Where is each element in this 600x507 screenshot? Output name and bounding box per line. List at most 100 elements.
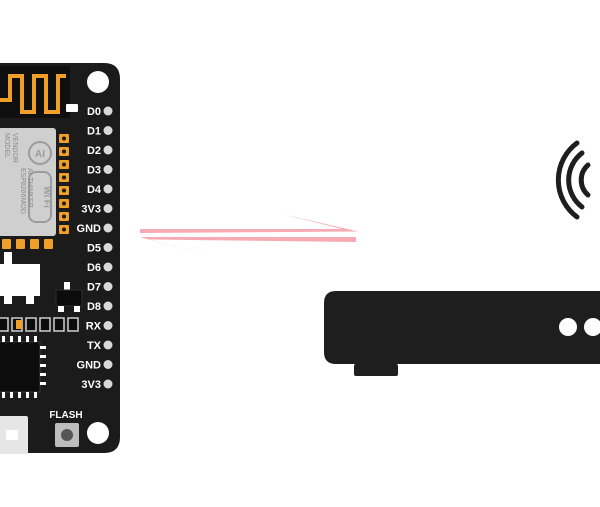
smd-part-highlight [16,320,22,329]
pin-pad [103,126,113,135]
pin-label: D0 [87,106,101,118]
wifi-signal-icon [555,140,591,220]
module-text-maker: AI-THINKER [26,168,33,208]
pin-label: D2 [87,145,101,157]
chip-pin [10,336,13,342]
chip-pin [18,392,21,398]
module-pad-hole [62,175,66,180]
usb-connector [0,416,28,454]
module-text-model: MODEL [3,133,10,158]
chip-pin [26,392,29,398]
transistor [55,282,83,312]
pin-pad [103,379,113,389]
flash-button-cap[interactable] [61,429,73,441]
ai-logo-icon [28,141,52,165]
module-pads-bottom [2,239,53,249]
esp8266-module: AI Wi Fi MODEL VENDOR ESP8266MOD AI-THIN… [0,128,56,236]
mounting-hole-bottom [87,422,109,444]
mounting-hole-top [87,71,109,93]
chip-pin [40,346,46,349]
regulator-pin [26,296,34,304]
module-pad [44,239,53,249]
router-led-1 [559,318,577,336]
module-pad-hole [62,149,66,154]
smd-part [0,317,9,332]
pin-label: TX [87,340,102,352]
module-text-chip: ESP8266MOD [19,168,26,214]
chip-pin [10,392,13,398]
module-pad-hole [62,162,66,167]
router-led-2 [584,318,600,336]
usb-serial-chip [0,336,46,398]
pin-label: 3V3 [81,379,101,391]
chip-pin [26,336,29,342]
chip-pin [34,392,37,398]
regulator-body [0,264,40,296]
pin-label: 3V3 [81,204,101,216]
arrow-right [140,214,358,233]
module-text-vendor: VENDOR [11,133,18,163]
pin-label: D1 [87,126,101,138]
wifi-logo-text: Wi Fi [42,186,52,207]
module-pad-hole [62,136,66,141]
pin-label: D6 [87,262,101,274]
smd-part [39,317,51,332]
pin-label: GND [77,223,102,235]
module-pads-right [59,134,69,234]
pin-pad [103,223,113,233]
module-pad [2,239,11,249]
pin-pad [103,165,113,174]
chip-pin [2,392,5,398]
pin-label: D8 [87,301,101,313]
pin-label: D5 [87,243,101,255]
module-pad [16,239,25,249]
router-foot [354,364,398,376]
wifi-arc-middle [566,150,585,210]
chip-pin [40,373,46,376]
router-icon [324,291,600,376]
bidirectional-arrows-icon [140,214,358,258]
wifi-arc-outer [555,140,580,220]
pin-pad [103,204,113,213]
flash-button[interactable] [55,423,79,447]
smd-part [25,317,37,332]
smd-part [53,317,65,332]
regulator-pin [4,296,12,304]
smd-part [67,317,79,332]
module-pad-hole [62,188,66,193]
nodemcu-board: AI Wi Fi MODEL VENDOR ESP8266MOD AI-THIN… [0,63,120,454]
pin-pad [103,243,113,252]
arrow-left [140,237,356,258]
antenna-icon [0,66,78,118]
module-pad-hole [62,227,66,232]
pin-pad [103,301,113,311]
pin-pad [103,106,113,116]
ai-logo-text: AI [35,149,45,160]
flash-button-label: FLASH [49,410,82,421]
chip-pin [40,355,46,358]
pin-pad [103,184,113,194]
smd-components [0,317,79,332]
module-pad-hole [62,201,66,206]
module-pad-hole [62,214,66,219]
pin-label: RX [86,321,102,333]
voltage-regulator [0,252,40,304]
chip-pin [18,336,21,342]
pin-pad [103,321,113,330]
pin-label: D3 [87,165,101,177]
wifi-logo-icon [28,171,52,223]
chip-pin [34,336,37,342]
chip-pin [2,336,5,342]
pin-pad [103,340,113,350]
module-pad [30,239,39,249]
pin-label: D7 [87,282,101,294]
pin-pad [103,262,113,272]
chip-pin [40,382,46,385]
pin-pad [103,282,113,291]
pin-label: D4 [87,184,102,196]
module-shield [0,128,56,236]
pin-pad [103,360,113,369]
router-body [324,291,600,364]
